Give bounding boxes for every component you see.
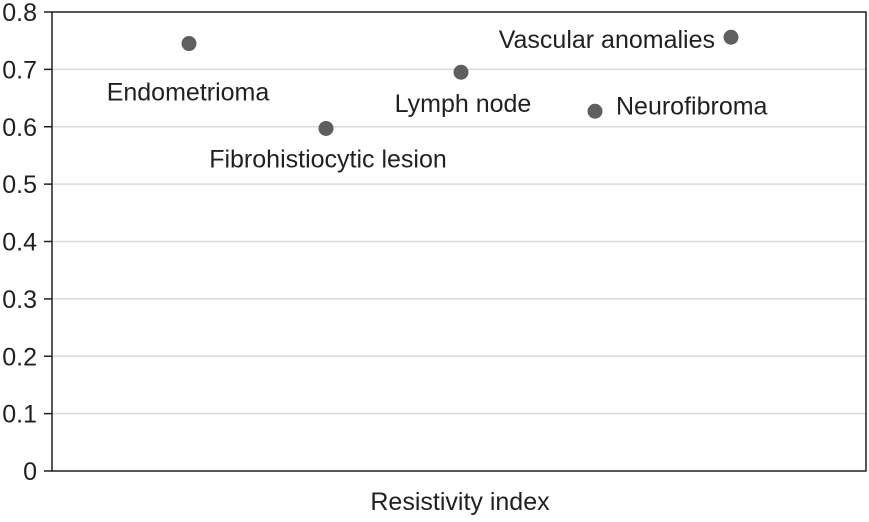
y-tick-label: 0.8 — [2, 0, 37, 27]
point-label: Vascular anomalies — [499, 26, 715, 54]
y-tick-label: 0.7 — [2, 56, 37, 84]
y-tick-label: 0.6 — [2, 114, 37, 142]
gridlines — [52, 68, 866, 415]
y-axis: 0 0.1 0.2 0.3 0.4 0.5 0.6 0.7 0.8 — [2, 0, 52, 486]
y-tick-label: 0.5 — [2, 171, 37, 199]
x-axis-title: Resistivity index — [370, 488, 550, 516]
point-label: Lymph node — [395, 90, 532, 118]
data-point — [318, 120, 334, 136]
data-points — [181, 29, 739, 136]
data-point — [587, 103, 603, 119]
data-point — [181, 36, 197, 52]
point-label: Fibrohistiocytic lesion — [209, 145, 447, 173]
y-tick-label: 0.2 — [2, 343, 37, 371]
y-tick-label: 0.3 — [2, 286, 37, 314]
y-tick-label: 0 — [23, 458, 37, 486]
y-tick-label: 0.1 — [2, 401, 37, 429]
data-point — [723, 29, 739, 45]
point-label: Neurofibroma — [616, 92, 768, 120]
point-label: Endometrioma — [107, 79, 270, 107]
data-point — [453, 64, 469, 80]
y-tick-label: 0.4 — [2, 229, 37, 257]
